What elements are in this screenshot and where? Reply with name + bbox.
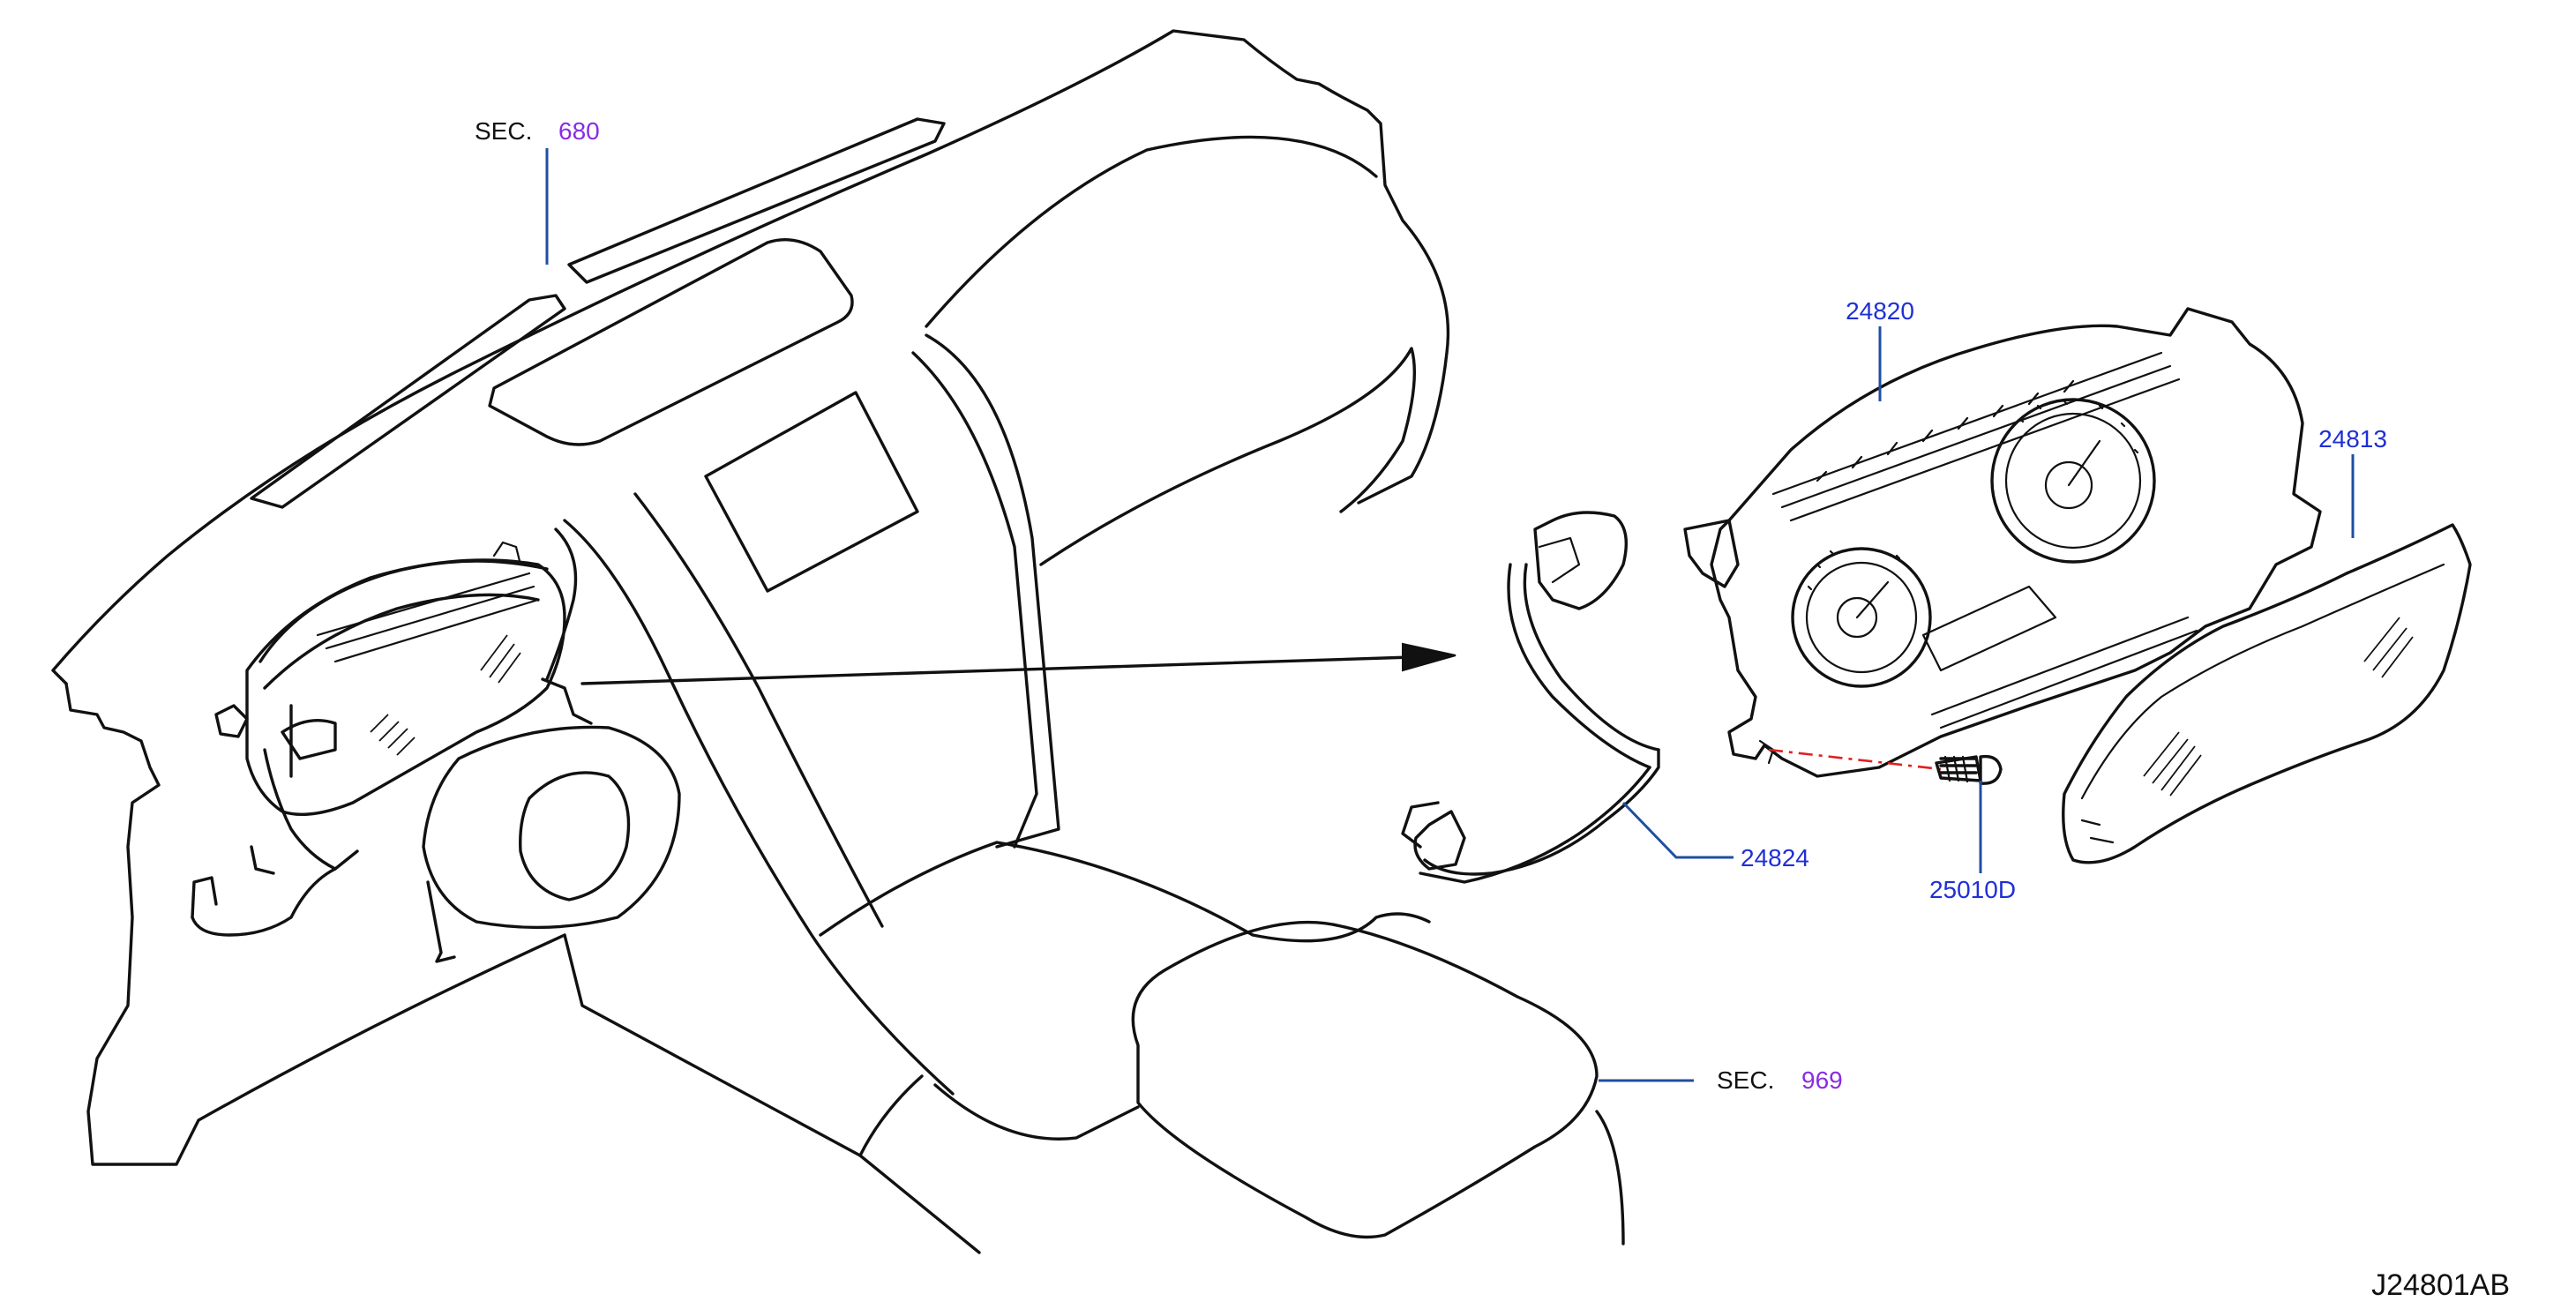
diagram-id-code: J24801AB bbox=[2371, 1268, 2510, 1302]
leader-lines bbox=[545, 148, 2355, 1082]
part-24813-illustration bbox=[2062, 523, 2472, 864]
part-24820-illustration bbox=[1683, 307, 2322, 778]
part-number-25010d: 25010D bbox=[1929, 876, 2016, 903]
part-25010d-illustration bbox=[1935, 754, 2003, 785]
part-number-24824: 24824 bbox=[1741, 844, 1809, 871]
part-number-24820: 24820 bbox=[1846, 297, 1914, 325]
section-680-number: 680 bbox=[558, 117, 600, 145]
section-969-prefix: SEC. bbox=[1717, 1066, 1774, 1094]
part-number-24813: 24813 bbox=[2318, 425, 2387, 453]
explode-arrow bbox=[580, 642, 1456, 685]
section-969-number: 969 bbox=[1801, 1066, 1843, 1094]
dashboard-illustration bbox=[51, 29, 1625, 1254]
section-680-prefix: SEC. bbox=[475, 117, 532, 145]
part-24824-illustration bbox=[1401, 511, 1660, 884]
